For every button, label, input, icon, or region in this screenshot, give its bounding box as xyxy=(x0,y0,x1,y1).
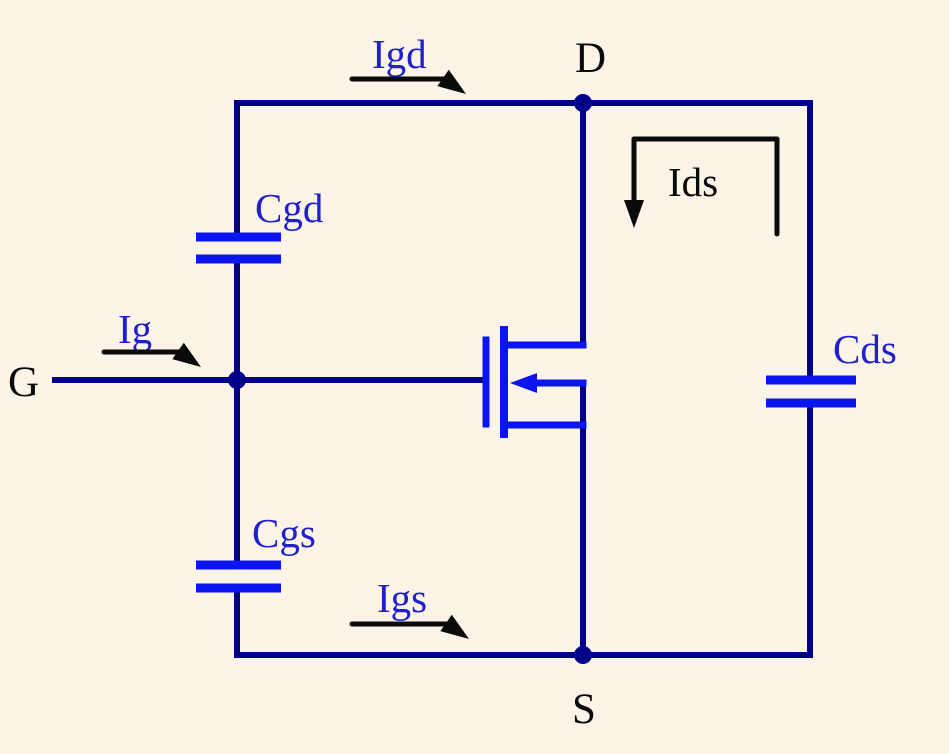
ids-arrow-path xyxy=(631,136,780,237)
mosfet-symbol xyxy=(482,326,587,438)
current-igd: Igd xyxy=(349,31,466,94)
cds-label: Cds xyxy=(833,326,897,372)
terminal-labels: G D S xyxy=(8,35,606,733)
current-ids: Ids xyxy=(624,136,780,237)
ig-label: Ig xyxy=(118,306,152,352)
drain-node-dot xyxy=(574,94,592,112)
gate-node-dot xyxy=(228,371,246,389)
igs-label: Igs xyxy=(377,575,427,621)
mosfet-body-arrow-icon xyxy=(510,373,537,393)
igd-label: Igd xyxy=(372,31,427,77)
gate-terminal-label: G xyxy=(8,359,39,406)
cgs-label: Cgs xyxy=(252,510,316,556)
current-ig: Ig xyxy=(101,306,201,367)
current-igs: Igs xyxy=(349,575,469,639)
cgd-label: Cgd xyxy=(255,185,323,231)
capacitor-cgs: Cgs xyxy=(196,510,316,593)
junction-dots xyxy=(228,94,592,664)
drain-terminal-label: D xyxy=(575,35,606,82)
ids-arrowhead-icon xyxy=(624,200,644,228)
ig-arrowhead-icon xyxy=(172,342,201,367)
igd-arrowhead-icon xyxy=(437,69,466,94)
ids-label: Ids xyxy=(668,159,718,205)
source-terminal-label: S xyxy=(572,686,596,733)
capacitor-cds: Cds xyxy=(766,326,897,408)
capacitor-cgd: Cgd xyxy=(196,185,323,264)
source-node-dot xyxy=(574,646,592,664)
igs-arrowhead-icon xyxy=(440,614,469,639)
